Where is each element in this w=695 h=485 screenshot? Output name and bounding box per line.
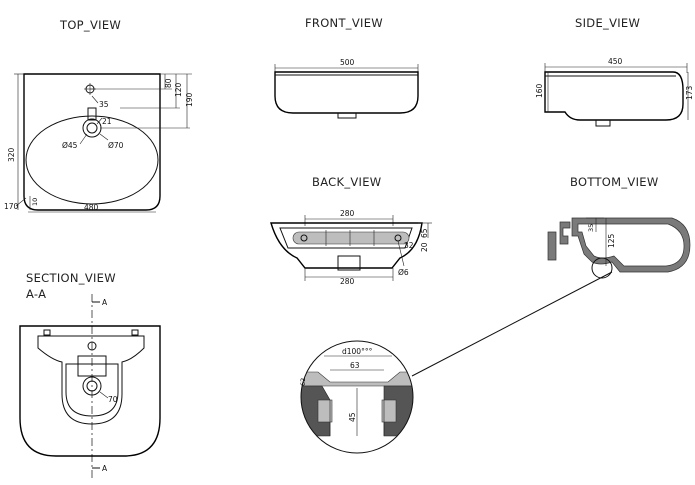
back-dim-280-bottom: 280 <box>340 277 355 286</box>
section-view-basin <box>37 335 145 425</box>
bottom-view-basin-cavity <box>577 223 685 267</box>
side-view: SIDE_VIEW 450 160 173 <box>535 16 694 127</box>
top-view: TOP_VIEW 80 120 190 35 21 Ø45 Ø70 <box>4 18 194 213</box>
top-view-drain-inner <box>86 122 98 134</box>
back-view-outline <box>270 222 423 269</box>
back-view-mount-hole-left <box>300 234 308 242</box>
front-view-outline <box>274 71 419 114</box>
front-view-drain <box>337 113 357 119</box>
detail-dim-63: 63 <box>350 361 360 370</box>
bottom-view-bracket <box>559 221 571 245</box>
side-view-outline <box>544 71 684 121</box>
section-view-outline <box>19 325 161 457</box>
front-view: FRONT_VIEW 500 <box>274 16 419 119</box>
front-dim-500: 500 <box>340 58 355 67</box>
top-dim-10: 10 <box>31 198 39 206</box>
detail-dim-62: 62 <box>299 378 307 386</box>
back-dim-280-top: 280 <box>340 209 355 218</box>
bottom-view-detail-marker <box>591 257 613 279</box>
top-dim-80: 80 <box>164 78 173 88</box>
back-view-channel <box>279 227 413 249</box>
section-dim-70: 70 <box>108 395 118 404</box>
side-view-title: SIDE_VIEW <box>575 16 640 30</box>
top-view-title: TOP_VIEW <box>59 18 121 32</box>
detail-leader-line <box>411 271 613 377</box>
back-dim-32: 32 <box>404 241 414 250</box>
side-dim-173: 173 <box>685 85 694 100</box>
back-view-drain <box>337 255 361 271</box>
detail-view: d100°°° 63 62 45 <box>299 271 613 454</box>
top-view-outline <box>23 73 161 211</box>
top-dim-480: 480 <box>84 203 99 212</box>
top-dim-120: 120 <box>174 82 183 97</box>
detail-dim-45: 45 <box>348 412 357 422</box>
bottom-dim-125: 125 <box>607 233 616 248</box>
back-view-title: BACK_VIEW <box>312 175 381 189</box>
section-marker-a-top: A <box>102 298 108 307</box>
section-view-subtitle: A-A <box>26 287 46 301</box>
bottom-view-title: BOTTOM_VIEW <box>570 175 659 189</box>
back-view-mount-bar <box>292 231 410 245</box>
top-dim-35: 35 <box>99 100 109 109</box>
top-dim-170: 170 <box>4 202 19 211</box>
back-dim-65: 65 <box>420 228 429 238</box>
bottom-view: BOTTOM_VIEW 35 125 <box>547 175 691 279</box>
back-dim-20: 20 <box>420 242 429 252</box>
side-dim-160: 160 <box>535 83 544 98</box>
side-view-drain <box>595 120 611 127</box>
top-view-basin <box>25 115 159 205</box>
front-view-title: FRONT_VIEW <box>305 16 383 30</box>
detail-dim-d100: d100°°° <box>342 347 373 356</box>
section-view-tap-hole <box>87 341 97 351</box>
side-dim-450: 450 <box>608 57 623 66</box>
back-dim-d6: Ø6 <box>398 268 409 277</box>
section-view-title: SECTION_VIEW <box>26 271 116 285</box>
section-view-drain-outer <box>82 376 102 396</box>
section-marker-a-bottom: A <box>102 464 108 473</box>
detail-circle-outline <box>300 340 414 454</box>
top-dim-190: 190 <box>185 92 194 107</box>
top-view-drain-outer <box>82 118 102 138</box>
section-view-drain-inner <box>86 380 98 392</box>
bottom-dim-35: 35 <box>587 224 595 232</box>
top-dim-d70: Ø70 <box>108 141 124 150</box>
top-dim-320: 320 <box>7 147 16 162</box>
top-dim-d45: Ø45 <box>62 141 78 150</box>
section-view: SECTION_VIEW A-A A A 70 <box>19 271 161 478</box>
top-dim-21: 21 <box>102 117 112 126</box>
back-view: BACK_VIEW 280 65 20 32 Ø6 280 <box>270 175 432 286</box>
